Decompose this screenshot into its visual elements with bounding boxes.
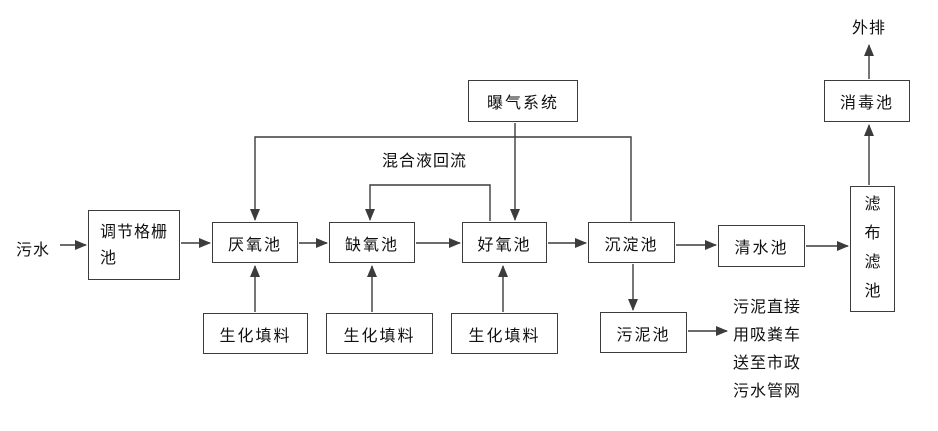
node-disinfection-tank: 消毒池: [824, 80, 910, 122]
node-anaerobic-tank: 厌氧池: [212, 222, 298, 263]
node-bio-filler-3: 生化填料: [451, 313, 558, 354]
sludge-note-line: 用吸粪车: [733, 327, 802, 344]
node-bio-filler-2: 生化填料: [326, 313, 433, 354]
node-aerobic-tank: 好氧池: [462, 222, 547, 263]
node-regulating-grid-tank: 调节格栅池: [88, 210, 180, 280]
sludge-note-line: 污水管网: [733, 383, 802, 400]
node-sludge-tank: 污泥池: [600, 312, 687, 353]
mixed-liquor-reflux-label: 混合液回流: [382, 153, 468, 170]
influent-label: 污水: [16, 242, 51, 259]
node-bio-filler-1: 生化填料: [203, 313, 308, 354]
node-clean-water-tank: 清水池: [718, 225, 805, 267]
node-cloth-filter-tank: 滤布滤池: [850, 186, 895, 312]
discharge-label: 外排: [852, 20, 887, 37]
connector-reflux-sedimentation-to-anaerobic: [250, 136, 632, 221]
node-aeration-system: 曝气系统: [468, 80, 578, 122]
connector-reflux-aerobic-to-anoxic: [365, 184, 491, 221]
node-anoxic-tank: 缺氧池: [329, 222, 415, 263]
node-sedimentation-tank: 沉淀池: [588, 222, 675, 263]
sludge-disposal-note: 污泥直接 用吸粪车 送至市政 污水管网: [733, 294, 801, 406]
sludge-note-line: 污泥直接: [733, 299, 802, 316]
sludge-note-line: 送至市政: [733, 355, 802, 372]
